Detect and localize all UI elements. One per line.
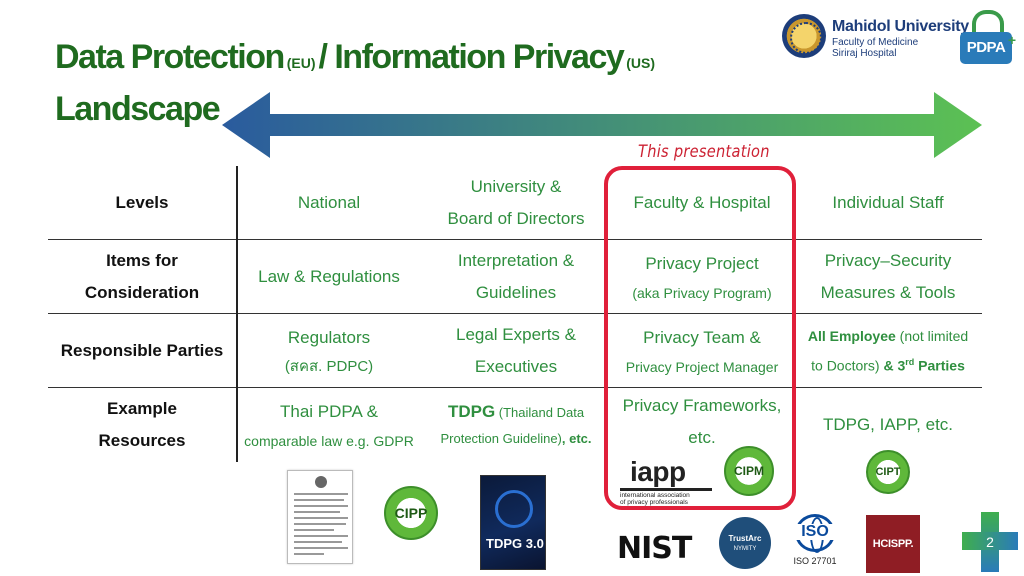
nist-logo: NIST: [617, 531, 692, 566]
table-row-responsible: Responsible Parties Regulators (สคส. PDP…: [48, 314, 982, 388]
row-header-levels: Levels: [115, 193, 169, 212]
iso-number: ISO 27701: [793, 556, 837, 566]
cell-privacy-security: Privacy–Security Measures & Tools: [820, 251, 956, 302]
cell-legal-experts: Legal Experts & Executives: [455, 325, 576, 376]
cipm-badge-icon: CIPM: [724, 446, 774, 496]
hcispp-logo: HCISPP.: [866, 515, 920, 573]
row-divider: [48, 387, 982, 388]
table-row-levels: Levels National University & Board of Di…: [48, 166, 982, 240]
cell-privacy-project: Privacy Project (aka Privacy Program): [632, 254, 772, 301]
cipt-badge-icon: CIPT: [866, 450, 910, 494]
table-row-resources: Example Resources Thai PDPA & comparable…: [48, 388, 982, 462]
tdpg-book-cover: TDPG 3.0: [480, 475, 546, 570]
cell-faculty-hospital: Faculty & Hospital: [633, 193, 771, 212]
title-part2: Information Privacy: [334, 38, 624, 76]
cell-privacy-team: Privacy Team & Privacy Project Manager: [625, 328, 779, 375]
page-number-badge: 2: [962, 512, 1018, 572]
title-eu: (EU): [286, 55, 316, 71]
cell-privacy-frameworks: Privacy Frameworks, etc.: [622, 396, 782, 447]
cell-tdpg: TDPG (Thailand Data Protection Guideline…: [440, 401, 592, 446]
emblem-icon: [315, 476, 327, 488]
tdpg-book-title: TDPG 3.0: [486, 536, 544, 551]
slide-title: Data Protection (EU) / Information Priva…: [55, 38, 656, 126]
cell-regulators: Regulators (สคส. PDPC): [284, 328, 374, 375]
table-vertical-divider: [236, 166, 238, 462]
pdpa-logo: PDPA +: [960, 10, 1016, 68]
iapp-bar: [620, 488, 712, 491]
cipp-badge-icon: CIPP: [384, 486, 438, 540]
cell-university: University & Board of Directors: [447, 177, 585, 228]
ring-icon: [495, 490, 533, 528]
pdpa-plus: +: [1007, 32, 1016, 48]
row-divider: [48, 313, 982, 314]
iso-wordmark: ISO: [793, 524, 837, 540]
cell-thai-pdpa: Thai PDPA & comparable law e.g. GDPR: [244, 402, 414, 449]
thai-pdpa-document-thumbnail: [287, 470, 353, 564]
trustarc-logo: TrustArc NYMITY: [719, 517, 771, 569]
cell-tdpg-iapp: TDPG, IAPP, etc.: [822, 415, 954, 434]
cell-national: National: [297, 193, 361, 212]
double-arrow-icon: [222, 92, 982, 158]
cell-individual-staff: Individual Staff: [832, 193, 944, 212]
title-us: (US): [626, 55, 656, 71]
faculty-of-medicine: Faculty of Medicine: [832, 37, 919, 48]
table-row-items: Items for Consideration Law & Regulation…: [48, 240, 982, 314]
iapp-subtitle: international association of privacy pro…: [620, 492, 690, 506]
iso-logo: ISO ISO 27701: [787, 514, 843, 574]
title-line2: Landscape: [55, 90, 221, 128]
cell-interpretation: Interpretation & Guidelines: [457, 251, 575, 302]
this-presentation-label: This presentation: [638, 142, 770, 162]
title-part1: Data Protection: [55, 38, 285, 76]
faculty-name: Faculty of Medicine Siriraj Hospital: [832, 37, 918, 59]
cell-all-employee: All Employee (not limited to Doctors) & …: [807, 328, 969, 374]
title-sep: /: [318, 38, 335, 76]
house-icon: [972, 10, 1004, 36]
mahidol-university-name: Mahidol University: [832, 18, 969, 35]
page-number: 2: [986, 534, 994, 550]
row-header-resources: Example Resources: [98, 399, 186, 450]
mahidol-seal-icon: [782, 14, 826, 58]
mahidol-logo: Mahidol University Faculty of Medicine S…: [782, 14, 969, 60]
iapp-logo: iapp international association of privac…: [616, 456, 716, 508]
iapp-wordmark: iapp: [630, 456, 686, 487]
row-header-items: Items for Consideration: [84, 251, 200, 302]
row-header-responsible: Responsible Parties: [60, 341, 224, 360]
cell-law-regulations: Law & Regulations: [258, 267, 400, 286]
siriraj-hospital: Siriraj Hospital: [832, 48, 897, 59]
row-divider: [48, 239, 982, 240]
pdpa-text: PDPA: [960, 32, 1012, 64]
